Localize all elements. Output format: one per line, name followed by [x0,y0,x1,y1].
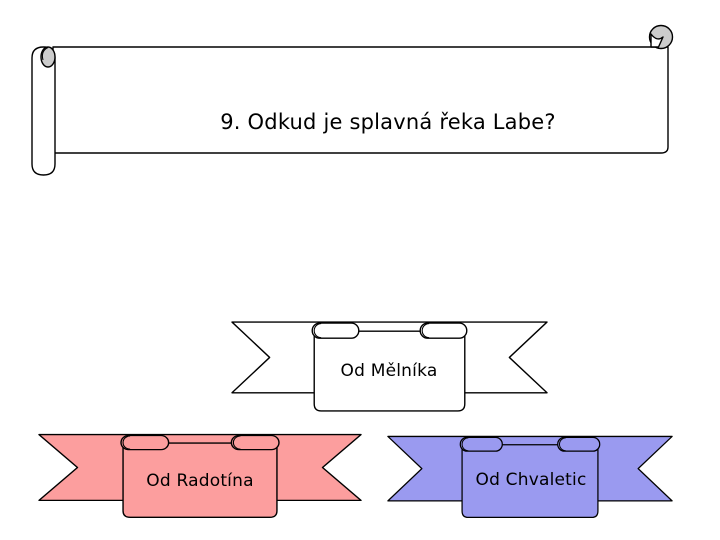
scroll-left-curl-line [41,47,49,61]
answer-label: Od Mělníka [340,361,438,381]
ribbon-panel [122,442,278,518]
scroll-left-curl-icon [40,46,56,68]
ribbon-right-curl-icon [419,322,468,339]
scroll-left-roll [31,46,56,176]
ribbon-panel [461,444,599,519]
answer-label: Od Chvaletic [475,469,587,490]
ribbon-left-curl-line [313,323,322,339]
ribbon-left-curl-icon [311,322,360,339]
ribbon-panel [313,330,466,412]
ribbon-shape-blue [387,435,673,519]
ribbon-shape-pink [38,433,362,518]
ribbon-right-curl-icon [557,436,601,452]
answer-option-chvaletic[interactable]: Od Chvaletic [387,430,673,522]
ribbon-right-curl-line [559,437,566,452]
scroll-body [52,46,669,154]
ribbon-right-curl-line [421,323,430,339]
scroll-right-curl-notch [650,33,664,48]
answer-label: Od Radotína [146,470,254,491]
ribbon-right-curl-icon [230,434,280,451]
ribbon-left-curl-icon [120,434,170,451]
scroll-shape [31,24,674,176]
answer-option-melnika[interactable]: Od Mělníka [231,315,548,416]
question-banner: 9. Odkud je splavná řeka Labe? [28,18,676,180]
answer-option-radotina[interactable]: Od Radotína [38,428,362,522]
ribbon-left-curl-icon [459,436,503,452]
ribbon-left-curl-line [461,437,469,452]
question-text: 9. Odkud je splavná řeka Labe? [220,110,556,134]
ribbon-left-curl-line [122,435,131,450]
ribbon-right-curl-line [232,435,241,450]
ribbon-shape-white [231,321,548,412]
